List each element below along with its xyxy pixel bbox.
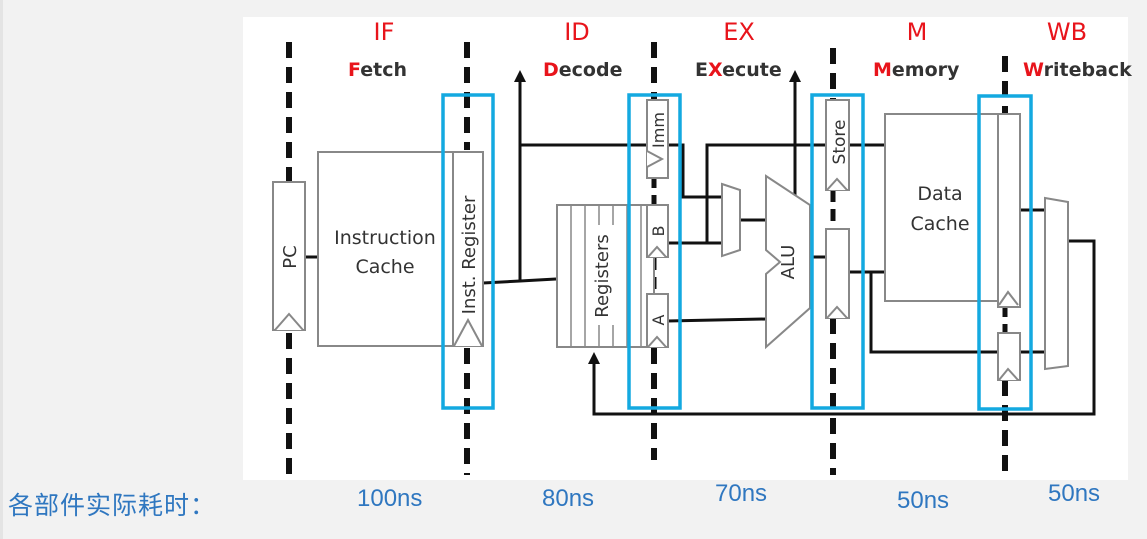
stage-header-if: IF Fetch: [348, 18, 407, 81]
stage-name-if: Fetch: [348, 59, 407, 81]
icache-label-2: Cache: [355, 256, 414, 278]
stage-name-id: Decode: [543, 59, 622, 81]
stage-header-wb: WB Writeback: [1023, 18, 1132, 81]
registers-label: Registers: [592, 234, 613, 318]
stage-abbr-ex: EX: [723, 18, 755, 46]
stage-abbr-if: IF: [374, 18, 395, 46]
icache-label-1: Instruction: [334, 227, 436, 249]
highlight-ex-m: [810, 93, 865, 410]
imm-label: Imm: [649, 112, 668, 148]
pc-register: PC: [272, 181, 306, 331]
highlight-m-wb: [977, 94, 1033, 411]
stage-header-ex: EX EXecute: [695, 18, 782, 81]
arrow-up-execute: [789, 70, 801, 82]
stage-name-wb: Writeback: [1023, 59, 1132, 81]
timing-label: 各部件实际耗时：: [8, 491, 217, 520]
stage-abbr-m: M: [907, 18, 928, 46]
stage-name-ex: EXecute: [695, 59, 782, 81]
bypass-register: [997, 332, 1021, 381]
a-register: A: [646, 293, 669, 348]
store-label: Store: [830, 120, 850, 165]
b-label: B: [649, 226, 668, 237]
timing-if: 100ns: [357, 485, 423, 512]
stage-abbr-id: ID: [564, 18, 590, 46]
arrow-writeback: [588, 352, 600, 364]
timing-id: 80ns: [542, 485, 595, 512]
wire-result-bypass: [869, 272, 998, 354]
alu-label: ALU: [778, 245, 799, 280]
stage-header-m: M Memory: [873, 18, 960, 81]
highlight-if-id: [441, 93, 495, 410]
stage-name-m: Memory: [873, 59, 960, 81]
mem-output-register: [997, 113, 1021, 308]
stage-abbr-wb: WB: [1047, 18, 1087, 46]
wire-writeback: [592, 239, 1096, 416]
register-file: Registers: [556, 204, 655, 348]
page-edge: [0, 0, 3, 539]
data-cache: Data Cache: [884, 113, 999, 302]
timing-ex: 70ns: [715, 480, 768, 507]
inst-register-label: Inst. Register: [459, 195, 480, 314]
dcache-label-1: Data: [917, 183, 962, 205]
imm-register: Imm: [646, 99, 669, 179]
a-label: A: [649, 314, 668, 325]
timing-wb: 50ns: [1048, 480, 1101, 507]
wire-imm-mux: [667, 143, 722, 199]
alu: ALU: [765, 174, 811, 350]
dcache-label-2: Cache: [910, 213, 969, 235]
arrow-up-decode: [514, 70, 526, 82]
alu-output-register: [825, 228, 850, 319]
highlight-id-ex: [627, 93, 682, 410]
stage-header-id: ID Decode: [543, 18, 622, 81]
b-register: B: [646, 204, 669, 258]
store-register: Store: [825, 99, 850, 191]
wire-a-alu: [666, 317, 767, 323]
timing-m: 50ns: [897, 487, 950, 514]
alu-input-mux: [721, 182, 741, 258]
writeback-mux: [1044, 196, 1069, 371]
instruction-cache: Instruction Cache: [317, 151, 454, 347]
instruction-register: Inst. Register: [452, 151, 484, 347]
pc-label: PC: [280, 245, 301, 268]
